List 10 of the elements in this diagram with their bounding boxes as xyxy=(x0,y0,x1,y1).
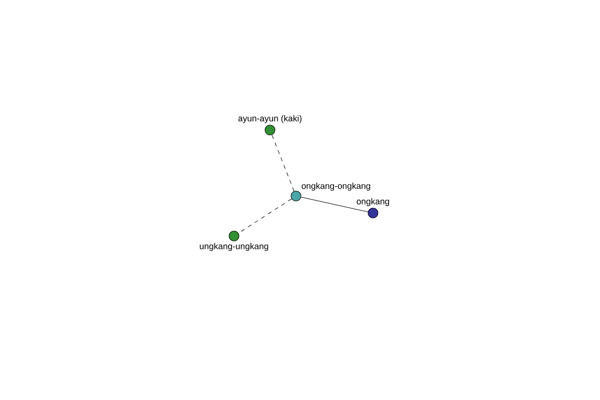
node-label: ongkang-ongkang xyxy=(302,182,370,191)
graph-node: ungkang-ungkang xyxy=(200,230,268,251)
connector-line xyxy=(300,196,368,212)
connector-line xyxy=(272,134,294,192)
node-label: ungkang-ungkang xyxy=(200,242,268,251)
node-label: ayun-ayun (kaki) xyxy=(238,115,302,124)
node-label: ongkang xyxy=(356,198,390,206)
graph-node: ongkang xyxy=(356,198,390,218)
connector-line xyxy=(238,198,292,234)
graph-node: ayun-ayun (kaki) xyxy=(238,115,302,136)
